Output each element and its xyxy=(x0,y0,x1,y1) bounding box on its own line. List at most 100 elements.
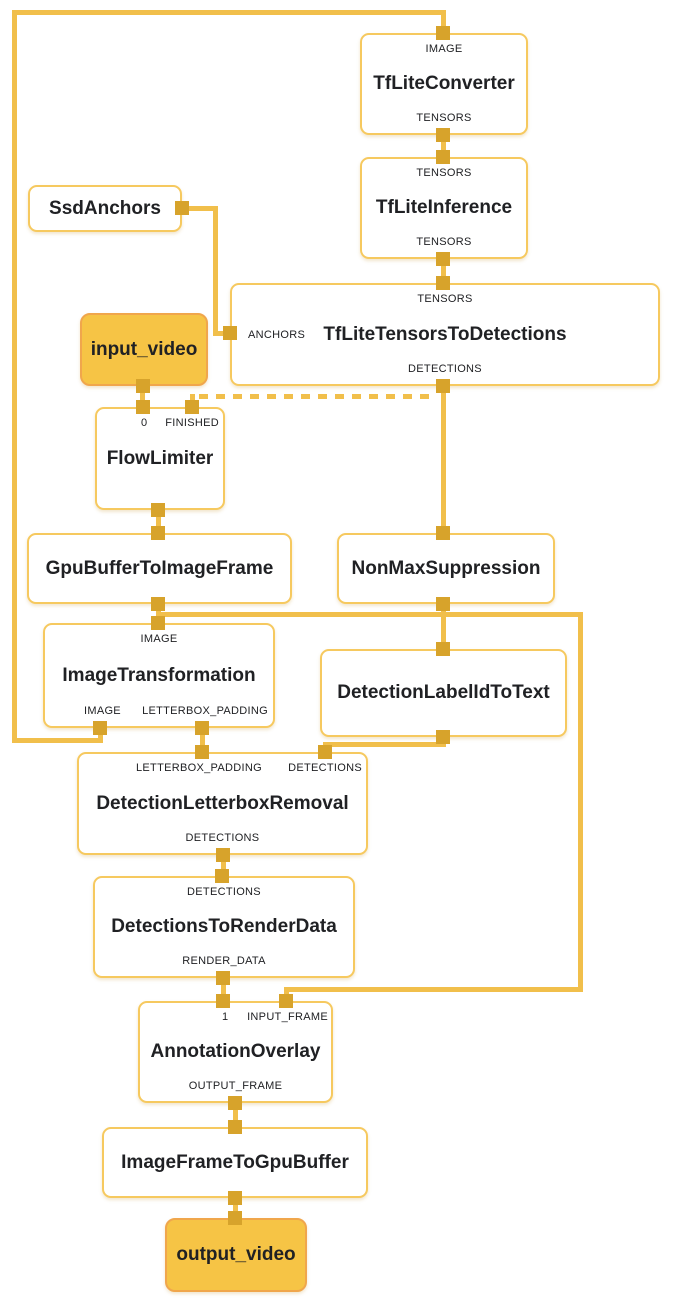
edge-gpubuffer-to-annotationoverlay xyxy=(578,612,583,990)
port-gpubuffer-out[interactable] xyxy=(151,597,165,611)
edge-ssdanchors-to-tensorstodetections xyxy=(182,206,218,211)
port-label-anchors: ANCHORS xyxy=(248,328,306,341)
port-annotationoverlay-output-frame[interactable] xyxy=(228,1096,242,1110)
node-non-max-suppression[interactable]: NonMaxSuppression xyxy=(337,533,555,604)
node-flow-limiter[interactable]: 0 FINISHED FlowLimiter xyxy=(95,407,225,510)
edge-nonmaxsuppression-to-labelidtotext xyxy=(441,604,446,649)
port-letterboxremoval-letterbox-padding[interactable] xyxy=(195,745,209,759)
port-label-tensors: TENSORS xyxy=(417,293,473,305)
node-title: TfLiteInference xyxy=(375,197,513,218)
node-title: NonMaxSuppression xyxy=(351,557,541,579)
node-tflite-inference[interactable]: TENSORS TfLiteInference TENSORS xyxy=(360,157,528,259)
node-output-video-stream[interactable]: output_video xyxy=(165,1218,307,1292)
port-label-detections: DETECTIONS xyxy=(408,363,482,375)
node-title: TfLiteTensorsToDetections xyxy=(323,323,567,345)
port-ssdanchors-out[interactable] xyxy=(175,201,189,215)
port-letterboxremoval-detections-in[interactable] xyxy=(318,745,332,759)
edge-tensorstodetections-to-nonmaxsuppression xyxy=(441,386,446,533)
node-title: input_video xyxy=(90,338,198,360)
edge-ssdanchors-to-tensorstodetections xyxy=(213,331,230,336)
port-flowlimiter-out[interactable] xyxy=(151,503,165,517)
port-label-render-data: RENDER_DATA xyxy=(182,955,266,967)
edge-flowlimiter-to-gpubuffer xyxy=(156,510,161,533)
node-title: ImageTransformation xyxy=(62,664,256,686)
port-detectionstorenderdata-in[interactable] xyxy=(215,869,229,883)
port-flowlimiter-0[interactable] xyxy=(136,400,150,414)
port-label-letterbox-padding: LETTERBOX_PADDING xyxy=(142,705,268,717)
port-tensorstodetections-detections[interactable] xyxy=(436,379,450,393)
port-tfliteconverter-tensors[interactable] xyxy=(436,128,450,142)
edge-detections-to-finished-dashed xyxy=(199,394,437,399)
port-annotationoverlay-input-frame[interactable] xyxy=(279,994,293,1008)
port-label-0: 0 xyxy=(141,417,148,429)
node-tflite-tensors-to-detections[interactable]: TENSORS ANCHORS TfLiteTensorsToDetection… xyxy=(230,283,660,386)
port-label-tensors: TENSORS xyxy=(416,112,472,124)
port-tensorstodetections-tensors[interactable] xyxy=(436,276,450,290)
edge-imagetransformation-to-tfliteconverter xyxy=(12,10,17,743)
node-title: GpuBufferToImageFrame xyxy=(45,557,274,579)
edge-imagetransformation-to-tfliteconverter xyxy=(98,728,103,743)
node-detections-to-render-data[interactable]: DETECTIONS DetectionsToRenderData RENDER… xyxy=(93,876,355,978)
edge-labelidtotext-to-letterboxremoval xyxy=(323,742,446,747)
port-imageframetogpubuffer-in[interactable] xyxy=(228,1120,242,1134)
node-title: output_video xyxy=(176,1244,296,1265)
edge-letterboxremoval-to-rendererdata xyxy=(221,855,226,876)
edge-imagetransformation-to-tfliteconverter xyxy=(441,10,446,36)
node-detection-letterbox-removal[interactable]: LETTERBOX_PADDING DETECTIONS DetectionLe… xyxy=(77,752,368,855)
edge-imageframetogpubuffer-to-outputvideo xyxy=(233,1198,238,1218)
port-imagetransformation-image-in[interactable] xyxy=(151,616,165,630)
node-detection-label-id-to-text[interactable]: DetectionLabelIdToText xyxy=(320,649,567,737)
node-title: DetectionLetterboxRemoval xyxy=(96,792,349,814)
node-title: TfLiteConverter xyxy=(373,73,515,94)
port-label-tensors-out: TENSORS xyxy=(416,236,472,248)
port-tensorstodetections-anchors[interactable] xyxy=(223,326,237,340)
port-tfliteinference-tensors-in[interactable] xyxy=(436,150,450,164)
edge-gpubuffer-to-annotationoverlay xyxy=(156,612,583,617)
port-imageframetogpubuffer-out[interactable] xyxy=(228,1191,242,1205)
port-label-detections-out: DETECTIONS xyxy=(185,832,260,844)
edge-imagetransformation-to-tfliteconverter xyxy=(12,738,103,743)
port-label-tensors-in: TENSORS xyxy=(416,167,472,179)
port-nonmaxsuppression-out[interactable] xyxy=(436,597,450,611)
node-tflite-converter[interactable]: IMAGE TfLiteConverter TENSORS xyxy=(360,33,528,135)
port-labelidtotext-out[interactable] xyxy=(436,730,450,744)
port-imagetransformation-letterbox-padding[interactable] xyxy=(195,721,209,735)
port-annotationoverlay-1[interactable] xyxy=(216,994,230,1008)
edge-letterboxpadding xyxy=(200,728,205,752)
node-image-frame-to-gpu-buffer[interactable]: ImageFrameToGpuBuffer xyxy=(102,1127,368,1198)
port-nonmaxsuppression-in[interactable] xyxy=(436,526,450,540)
node-input-video-stream[interactable]: input_video xyxy=(80,313,208,386)
port-label-image-out: IMAGE xyxy=(84,705,121,717)
node-annotation-overlay[interactable]: 1 INPUT_FRAME AnnotationOverlay OUTPUT_F… xyxy=(138,1001,333,1103)
port-label-detections-in: DETECTIONS xyxy=(288,762,362,774)
port-flowlimiter-finished[interactable] xyxy=(185,400,199,414)
port-label-1: 1 xyxy=(222,1011,229,1023)
node-title: SsdAnchors xyxy=(49,197,161,219)
port-label-output-frame: OUTPUT_FRAME xyxy=(188,1080,283,1092)
port-labelidtotext-in[interactable] xyxy=(436,642,450,656)
node-title: AnnotationOverlay xyxy=(150,1041,321,1062)
port-label-detections: DETECTIONS xyxy=(187,886,261,898)
port-letterboxremoval-detections-out[interactable] xyxy=(216,848,230,862)
port-label-finished: FINISHED xyxy=(165,417,219,429)
node-ssd-anchors[interactable]: SsdAnchors xyxy=(28,185,182,232)
port-outputvideo-in[interactable] xyxy=(228,1211,242,1225)
port-label-letterbox-padding: LETTERBOX_PADDING xyxy=(136,762,262,774)
edge-renderdata-to-annotationoverlay xyxy=(221,978,226,1001)
port-label-input-frame: INPUT_FRAME xyxy=(247,1011,328,1023)
node-title: FlowLimiter xyxy=(106,447,214,469)
port-tfliteconverter-image[interactable] xyxy=(436,26,450,40)
port-tfliteinference-tensors-out[interactable] xyxy=(436,252,450,266)
port-gpubuffer-in[interactable] xyxy=(151,526,165,540)
node-title: ImageFrameToGpuBuffer xyxy=(121,1151,349,1173)
edge-ssdanchors-to-tensorstodetections xyxy=(213,206,218,334)
node-image-transformation[interactable]: IMAGE ImageTransformation IMAGE LETTERBO… xyxy=(43,623,275,728)
port-detectionstorenderdata-out[interactable] xyxy=(216,971,230,985)
node-gpu-buffer-to-image-frame[interactable]: GpuBufferToImageFrame xyxy=(27,533,292,604)
port-imagetransformation-image-out[interactable] xyxy=(93,721,107,735)
edge-annotationoverlay-to-imageframetogpubuffer xyxy=(233,1103,238,1127)
edge-tfliteconverter-to-tfliteinference xyxy=(441,135,446,157)
node-title: DetectionLabelIdToText xyxy=(337,682,550,703)
port-inputvideo-out[interactable] xyxy=(136,379,150,393)
